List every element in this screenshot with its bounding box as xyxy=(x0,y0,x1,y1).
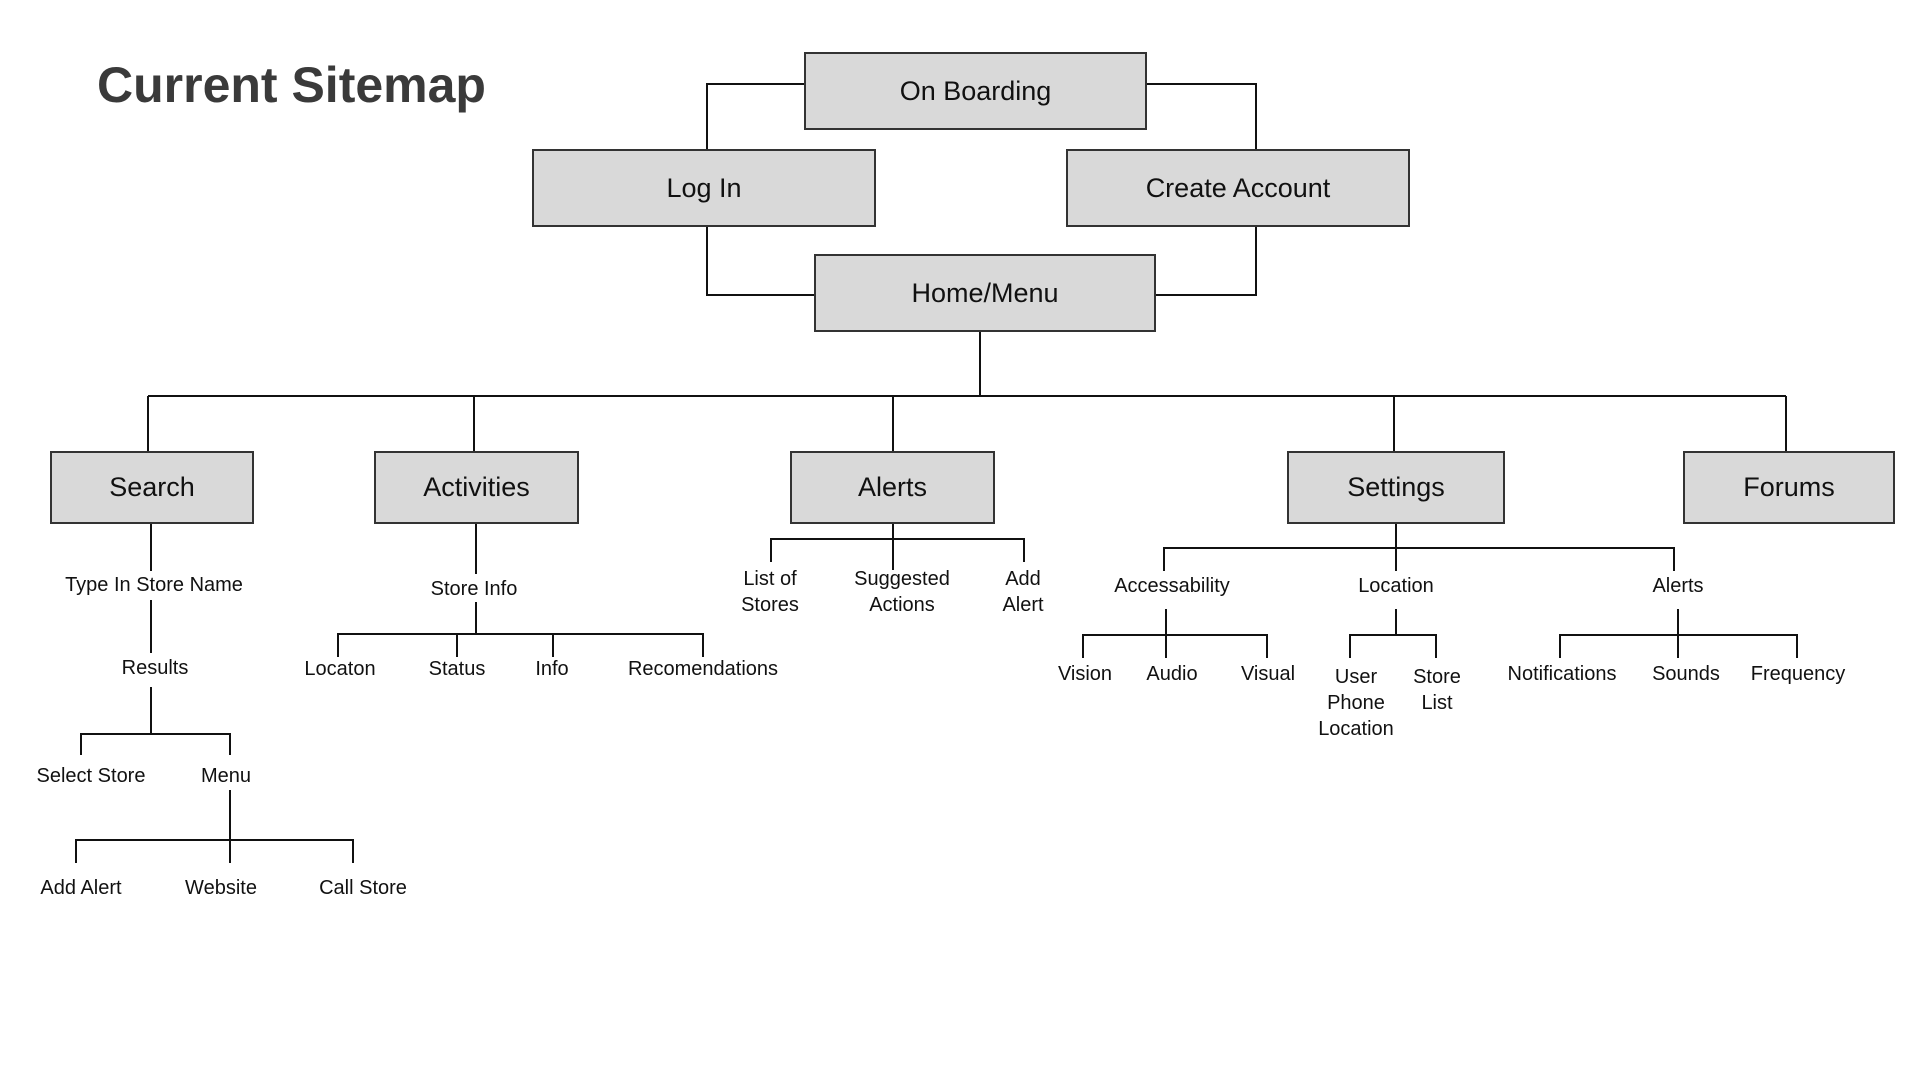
label-select-store: Select Store xyxy=(36,765,146,787)
label-suggested-actions: Suggested Actions xyxy=(854,568,950,616)
label-vision: Vision xyxy=(1057,663,1113,685)
node-activities[interactable]: Activities xyxy=(374,451,579,524)
node-settings[interactable]: Settings xyxy=(1287,451,1505,524)
page-title: Current Sitemap xyxy=(97,57,486,113)
connector-results-bar xyxy=(80,733,231,755)
label-audio: Audio xyxy=(1146,663,1198,685)
label-recomendations: Recomendations xyxy=(627,658,779,680)
label-alerts-settings: Alerts xyxy=(1652,575,1704,597)
label-sounds: Sounds xyxy=(1652,663,1720,685)
node-create-account[interactable]: Create Account xyxy=(1066,149,1410,227)
connector-onboarding-create xyxy=(1147,83,1257,149)
label-location: Location xyxy=(1358,575,1434,597)
label-list-of-stores: List of Stores xyxy=(741,568,799,616)
label-visual: Visual xyxy=(1240,663,1296,685)
label-type-in-store-name: Type In Store Name xyxy=(65,574,243,596)
label-store-list: Store List xyxy=(1413,666,1461,714)
label-store-info: Store Info xyxy=(430,578,518,600)
connector-alerts-bar xyxy=(770,538,1025,562)
label-accessability: Accessability xyxy=(1114,575,1230,597)
connector-create-home xyxy=(1155,226,1257,296)
connector-menu-bar xyxy=(75,839,354,863)
label-status: Status xyxy=(428,658,486,680)
connector-accessability-bar xyxy=(1082,634,1268,658)
label-menu: Menu xyxy=(200,765,252,787)
connector-alerts-settings-bar xyxy=(1559,634,1798,658)
connector-settings-bar xyxy=(1163,547,1675,571)
label-add-alert: Add Alert xyxy=(40,877,122,899)
connector-storeinfo-bar xyxy=(337,633,704,657)
node-onboarding[interactable]: On Boarding xyxy=(804,52,1147,130)
node-home-menu[interactable]: Home/Menu xyxy=(814,254,1156,332)
connector-onboarding-login xyxy=(706,83,804,149)
label-info: Info xyxy=(535,658,569,680)
label-add-alert-alerts: Add Alert xyxy=(1002,568,1044,616)
label-user-phone-location: User Phone Location xyxy=(1318,666,1394,740)
node-search[interactable]: Search xyxy=(50,451,254,524)
label-frequency: Frequency xyxy=(1750,663,1846,685)
node-login[interactable]: Log In xyxy=(532,149,876,227)
connector-location-bar xyxy=(1349,634,1437,658)
connector-login-home xyxy=(706,226,815,296)
node-alerts[interactable]: Alerts xyxy=(790,451,995,524)
label-call-store: Call Store xyxy=(319,877,407,899)
node-forums[interactable]: Forums xyxy=(1683,451,1895,524)
label-locaton: Locaton xyxy=(304,658,376,680)
label-results: Results xyxy=(121,657,189,679)
label-website: Website xyxy=(185,877,257,899)
label-notifications: Notifications xyxy=(1507,663,1617,685)
